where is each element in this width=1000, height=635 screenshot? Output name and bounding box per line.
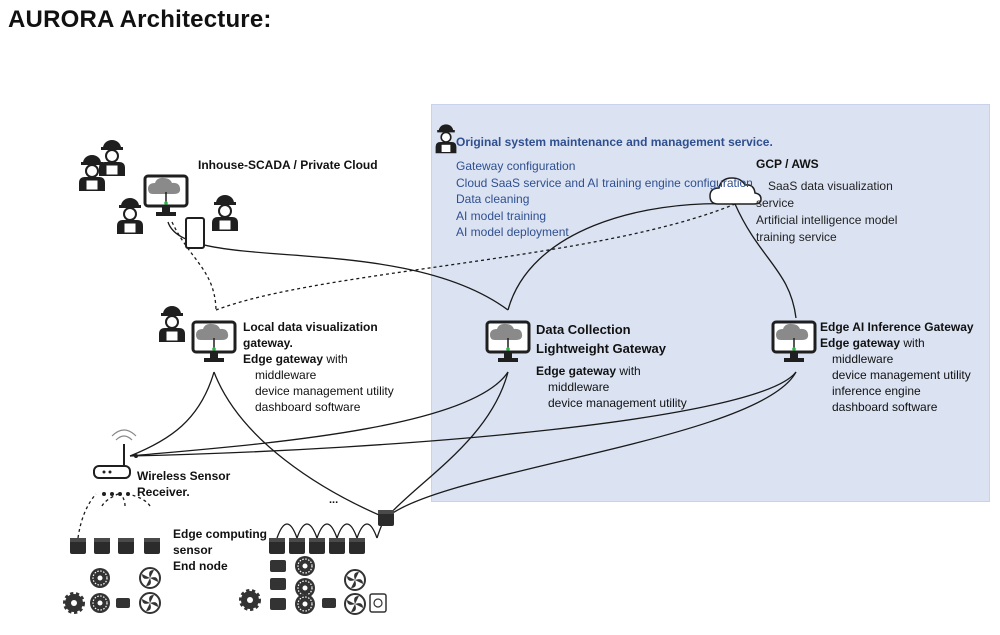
end-node-label: Edge computing sensor End node xyxy=(173,526,267,574)
sensor-chain xyxy=(276,517,387,539)
sensor-node-icon xyxy=(269,538,285,554)
motor-icon xyxy=(270,578,286,590)
worker-icon xyxy=(211,194,239,232)
edge-gateway-with: with xyxy=(616,364,641,378)
data-collection-monitor-icon[interactable] xyxy=(485,320,531,364)
maintenance-title: Original system maintenance and manageme… xyxy=(456,134,773,150)
local-gateway-label: Local data visualization gateway. Edge g… xyxy=(243,319,394,415)
edge-ai-item: dashboard software xyxy=(832,400,938,414)
fan-icon xyxy=(139,592,161,614)
worker-icon xyxy=(158,305,186,343)
cloud-icon xyxy=(709,177,762,205)
gcp-line: training service xyxy=(756,230,837,244)
sensor-node-icon xyxy=(349,538,365,554)
maintenance-title-text: Original system maintenance and manageme… xyxy=(456,135,773,149)
motor-icon xyxy=(116,598,130,608)
tablet-icon xyxy=(185,217,205,249)
edge-gateway-with: with xyxy=(323,352,348,366)
turbine-icon xyxy=(294,555,316,577)
fan-icon xyxy=(344,593,366,615)
scada-title: Inhouse-SCADA / Private Cloud xyxy=(198,158,378,172)
gauge-icon xyxy=(369,593,387,613)
local-gateway-title: Local data visualization xyxy=(243,320,378,334)
sensor-node-icon xyxy=(309,538,325,554)
motor-icon xyxy=(270,560,286,572)
data-collection-title-2: Lightweight Gateway xyxy=(536,341,667,356)
local-gateway-item: device management utility xyxy=(255,384,394,398)
sensor-node-icon xyxy=(144,538,160,554)
gear-icon xyxy=(63,592,85,614)
sensor-node-icon xyxy=(94,538,110,554)
maintenance-item: Gateway configuration xyxy=(456,159,576,173)
data-collection-label: Data Collection Lightweight Gateway xyxy=(536,320,666,358)
gear-icon xyxy=(239,589,261,611)
local-gateway-item: dashboard software xyxy=(255,400,361,414)
local-gateway-item: middleware xyxy=(255,368,317,382)
data-collection-details: Edge gateway with middleware device mana… xyxy=(536,363,687,411)
local-gateway-title-2: gateway. xyxy=(243,336,293,350)
machinery-group-left xyxy=(63,567,161,614)
gcp-line: SaaS data visualization xyxy=(768,179,893,193)
receiver-line: Wireless Sensor xyxy=(137,469,231,483)
turbine-icon xyxy=(294,593,316,615)
page-title: AURORA Architecture: xyxy=(8,6,272,33)
maintenance-item: Cloud SaaS service and AI training engin… xyxy=(456,175,753,190)
sensor-node-icon xyxy=(70,538,86,554)
receiver-line: Receiver. xyxy=(137,485,190,499)
edge-gateway-with: with xyxy=(900,336,925,350)
edge-gateway-bold: Edge gateway xyxy=(820,336,901,350)
turbine-icon xyxy=(89,567,111,589)
edge-ai-item: middleware xyxy=(832,352,894,366)
motor-icon xyxy=(322,598,336,608)
machinery-group-right xyxy=(239,555,387,615)
motor-icon xyxy=(270,598,286,610)
turbine-icon xyxy=(89,592,111,614)
maintenance-item: AI model deployment xyxy=(456,225,569,239)
maintenance-worker-icon xyxy=(434,123,458,154)
gcp-services: SaaS data visualization service Artifici… xyxy=(756,178,897,246)
end-node-line: sensor xyxy=(173,543,213,557)
edge-gateway-bold: Edge gateway xyxy=(243,352,324,366)
edge-gateway-bold: Edge gateway xyxy=(536,364,617,378)
maintenance-item: Data cleaning xyxy=(456,192,530,206)
fan-icon xyxy=(139,567,161,589)
worker-icon xyxy=(98,139,126,177)
local-gateway-monitor-icon[interactable] xyxy=(191,320,237,364)
edge-ai-item: inference engine xyxy=(832,384,921,398)
ellipsis-label: ... xyxy=(329,494,339,506)
sensor-node-icon xyxy=(289,538,305,554)
maintenance-list: Gateway configuration Cloud SaaS service… xyxy=(456,158,753,241)
edge-ai-monitor-icon[interactable] xyxy=(771,320,817,364)
end-node-line: End node xyxy=(173,559,228,573)
end-node-line: Edge computing xyxy=(173,527,267,541)
data-collection-title: Data Collection xyxy=(536,322,631,337)
sensor-node-icon xyxy=(329,538,345,554)
gcp-title: GCP / AWS xyxy=(756,157,819,171)
worker-icon xyxy=(116,197,144,235)
wireless-receiver-icon xyxy=(93,429,138,479)
receiver-label: Wireless Sensor Receiver. xyxy=(137,468,230,500)
connection-lines xyxy=(129,203,797,519)
sensor-node-icon xyxy=(118,538,134,554)
edge-ai-label: Edge AI Inference Gateway Edge gateway w… xyxy=(820,319,974,415)
receiver-dots xyxy=(102,492,130,496)
gcp-line: Artificial intelligence model xyxy=(756,213,898,227)
data-collection-item: middleware xyxy=(548,380,610,394)
scada-monitor-icon[interactable] xyxy=(143,174,189,218)
dashed-links xyxy=(77,203,736,539)
maintenance-item: AI model training xyxy=(456,208,547,223)
cloud-services-panel xyxy=(431,104,990,502)
data-collection-item: device management utility xyxy=(548,396,687,410)
fan-icon xyxy=(344,569,366,591)
sensor-node-icon xyxy=(378,510,394,526)
edge-ai-title: Edge AI Inference Gateway xyxy=(820,320,974,334)
edge-ai-item: device management utility xyxy=(832,368,971,382)
sensor-node-group-left xyxy=(70,538,160,554)
gcp-line: service xyxy=(756,196,795,210)
